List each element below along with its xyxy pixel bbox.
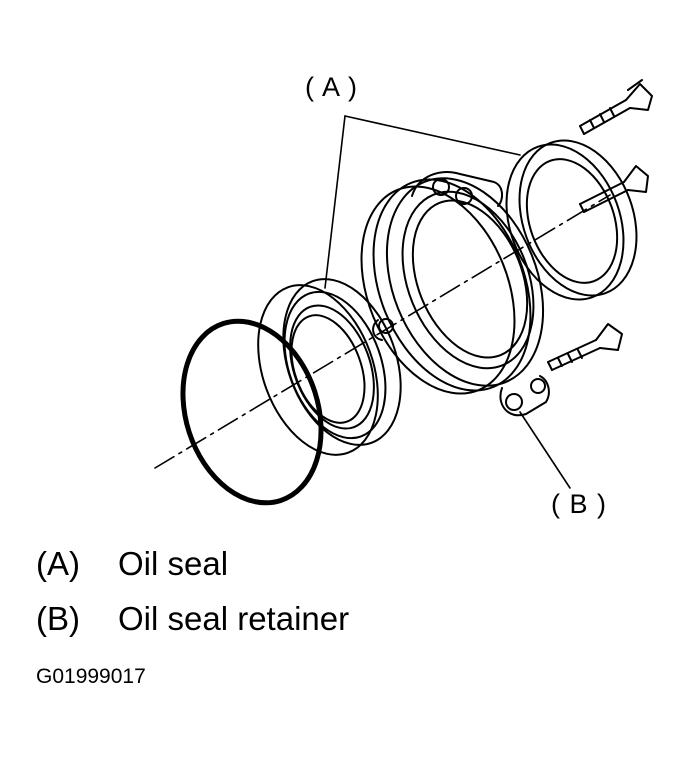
legend-key: (A) (36, 545, 80, 582)
oil-seal-rear (505, 139, 638, 301)
leader-lines (324, 115, 571, 489)
legend-row-oil-seal-retainer: (B) Oil seal retainer (36, 600, 349, 638)
bolt-bottom (547, 323, 623, 371)
legend-label: Oil seal retainer (118, 600, 350, 637)
oil-seal-front (257, 278, 402, 456)
bolt-middle (579, 165, 649, 213)
legend-row-oil-seal: (A) Oil seal (36, 545, 228, 583)
callout-a: ( A ) (305, 72, 359, 102)
oil-seal-retainer (360, 171, 550, 417)
legend-label: Oil seal (118, 545, 229, 582)
exploded-view-diagram (154, 79, 653, 506)
callout-b: ( B ) (551, 489, 607, 519)
legend-key: (B) (36, 600, 80, 637)
o-ring (180, 318, 324, 506)
figure-code: G01999017 (36, 665, 146, 688)
bolt-top (579, 79, 653, 135)
